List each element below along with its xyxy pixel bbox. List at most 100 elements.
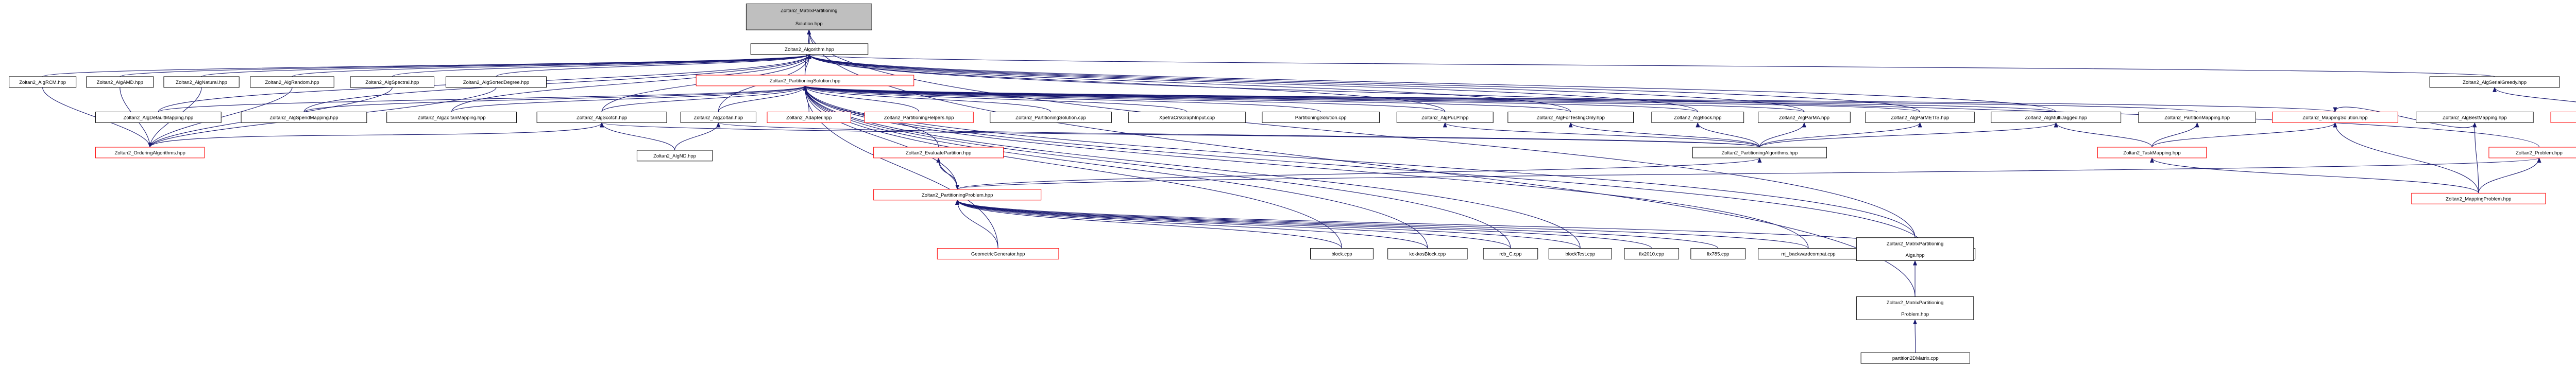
node-pscpp[interactable]: Zoltan2_PartitioningSolution.cpp [990,111,1112,123]
node-mapprob[interactable]: Zoltan2_MappingProblem.hpp [2411,192,2546,204]
node-parma[interactable]: Zoltan2_AlgParMA.hpp [1758,111,1851,123]
node-taskmap[interactable]: Zoltan2_TaskMapping.hpp [2097,147,2207,159]
edge-parma-to-ps [803,85,1805,112]
node-alg[interactable]: Zoltan2_Algorithm.hpp [750,43,869,55]
node-box [636,150,713,162]
edge-zoltan-to-ps [718,85,807,112]
node-label: block.cpp [1331,252,1352,257]
node-amd[interactable]: Zoltan2_AlgAMD.hpp [86,76,154,88]
node-xpetra[interactable]: XpetraCrsGraphInput.cpp [1128,111,1246,123]
node-defmap[interactable]: Zoltan2_AlgDefaultMapping.hpp [95,111,222,123]
node-box [2272,111,2398,123]
node-fix785[interactable]: fix785.cpp [1690,248,1745,259]
node-box [2550,111,2576,123]
node-spectral[interactable]: Zoltan2_AlgSpectral.hpp [350,76,435,88]
node-label: Zoltan2_AlgNatural.hpp [176,80,227,85]
node-pmap[interactable]: Zoltan2_PartitionMapping.hpp [2138,111,2256,123]
node-rcm[interactable]: Zoltan2_AlgRCM.hpp [9,76,77,88]
node-box [9,76,77,88]
edge-blocktest-to-ps [803,85,1581,249]
node-evalpart[interactable]: Zoltan2_EvaluatePartition.hpp [873,147,1004,159]
node-label: Zoltan2_MatrixPartitioning [1887,241,1943,247]
node-label: rcb_C.cpp [1499,252,1521,257]
edge-phelp-to-ps [803,85,920,112]
edge-xpetra-to-ps [803,85,1188,112]
node-box [1548,248,1612,259]
node-box [95,111,222,123]
node-adapter[interactable]: Zoltan2_Adapter.hpp [767,111,852,123]
node-label: Zoltan2_AlgZoltan.hpp [694,115,743,120]
node-ordalg[interactable]: Zoltan2_OrderingAlgorithms.hpp [95,147,205,159]
node-serialgreedy[interactable]: Zoltan2_AlgSerialGreedy.hpp [2429,76,2560,88]
node-box [350,76,435,88]
node-label: Zoltan2_PartitioningProblem.hpp [922,192,993,198]
node-p2d[interactable]: partition2DMatrix.cpp [1860,352,1970,364]
edge-scotch-to-ordalg [148,122,602,148]
edge-partalgs-to-algblock [1696,122,1760,148]
node-natural[interactable]: Zoltan2_AlgNatural.hpp [163,76,240,88]
node-parmetis[interactable]: Zoltan2_AlgParMETIS.hpp [1865,111,1975,123]
node-ps[interactable]: Zoltan2_PartitioningSolution.hpp [696,75,914,86]
node-label: Zoltan2_PartitioningAlgorithms.hpp [1721,150,1798,156]
node-algnd[interactable]: Zoltan2_AlgND.hpp [636,150,713,162]
node-label: Solution.hpp [795,21,823,27]
node-box [95,147,205,159]
node-besmap[interactable]: Zoltan2_AlgBestMapping.hpp [2416,111,2534,123]
node-fix2010[interactable]: fix2010.cpp [1624,248,1680,259]
node-random[interactable]: Zoltan2_AlgRandom.hpp [250,76,334,88]
edge-partalgs-to-fortest [1568,122,1760,148]
node-spmap[interactable]: Zoltan2_AlgSpendMapping.hpp [241,111,367,123]
node-mjback[interactable]: mj_backwardcompat.cpp [1758,248,1859,259]
node-label: Zoltan2_EvaluatePartition.hpp [906,150,971,156]
node-label: Zoltan2_AlgZoltanMapping.hpp [418,115,486,120]
node-problem[interactable]: Zoltan2_Problem.hpp [2488,147,2576,159]
edge-mjback-to-ps [803,85,1809,249]
node-fortest[interactable]: Zoltan2_AlgForTestingOnly.hpp [1507,111,1634,123]
node-partalgs[interactable]: Zoltan2_PartitioningAlgorithms.hpp [1692,147,1827,159]
node-sortdeg[interactable]: Zoltan2_AlgSortedDegree.hpp [446,76,547,88]
node-label: fix785.cpp [1707,252,1729,257]
edge-algblock-to-ps [803,85,1698,112]
node-zmap[interactable]: Zoltan2_AlgZoltanMapping.hpp [386,111,517,123]
node-blockcpp[interactable]: block.cpp [1310,248,1374,259]
node-pscpp2[interactable]: PartitioningSolution.cpp [1262,111,1380,123]
node-mapsol[interactable]: Zoltan2_MappingSolution.hpp [2272,111,2398,123]
node-box [864,111,974,123]
node-label: Zoltan2_AlgMultiJagged.hpp [2025,115,2087,120]
node-box [250,76,334,88]
node-geomgen[interactable]: GeometricGenerator.hpp [937,248,1059,259]
node-partprob[interactable]: Zoltan2_PartitioningProblem.hpp [873,189,1042,201]
node-multij[interactable]: Zoltan2_AlgMultiJagged.hpp [1991,111,2122,123]
node-box [536,111,667,123]
node-label: Zoltan2_Algorithm.hpp [785,47,834,52]
node-box [1991,111,2122,123]
node-box [1860,352,1970,364]
node-label: Zoltan2_AlgAMD.hpp [97,80,143,85]
edge-blockcpp-to-partprob [955,199,1343,249]
node-algblock[interactable]: Zoltan2_AlgBlock.hpp [1651,111,1744,123]
node-phelp[interactable]: Zoltan2_PartitioningHelpers.hpp [864,111,974,123]
node-box [1758,111,1851,123]
edge-taskmap-to-mapsol [2151,122,2337,148]
node-coloralg[interactable]: Zoltan2_ColoringAlgorithms.hpp [2550,111,2576,123]
node-kokkosblock[interactable]: kokkosBlock.cpp [1387,248,1468,259]
node-scotch[interactable]: Zoltan2_AlgScotch.hpp [536,111,667,123]
node-box [2097,147,2207,159]
edge-p2d-to-mpprob [1913,319,1918,353]
node-box [1692,147,1827,159]
edge-zmap-to-alg [451,54,811,112]
node-zoltan[interactable]: Zoltan2_AlgZoltan.hpp [680,111,756,123]
node-box [937,248,1059,259]
node-box [1856,237,1974,261]
node-label: Zoltan2_AlgForTestingOnly.hpp [1537,115,1605,120]
node-label: Zoltan2_Problem.hpp [2516,150,2563,156]
node-blocktest[interactable]: blockTest.cpp [1548,248,1612,259]
node-rcbc[interactable]: rcb_C.cpp [1483,248,1538,259]
node-label: Zoltan2_MappingSolution.hpp [2302,115,2367,120]
node-box [745,3,872,30]
edge-kokkosblock-to-partprob [955,199,1428,249]
node-pulp[interactable]: Zoltan2_AlgPuLP.hpp [1396,111,1494,123]
